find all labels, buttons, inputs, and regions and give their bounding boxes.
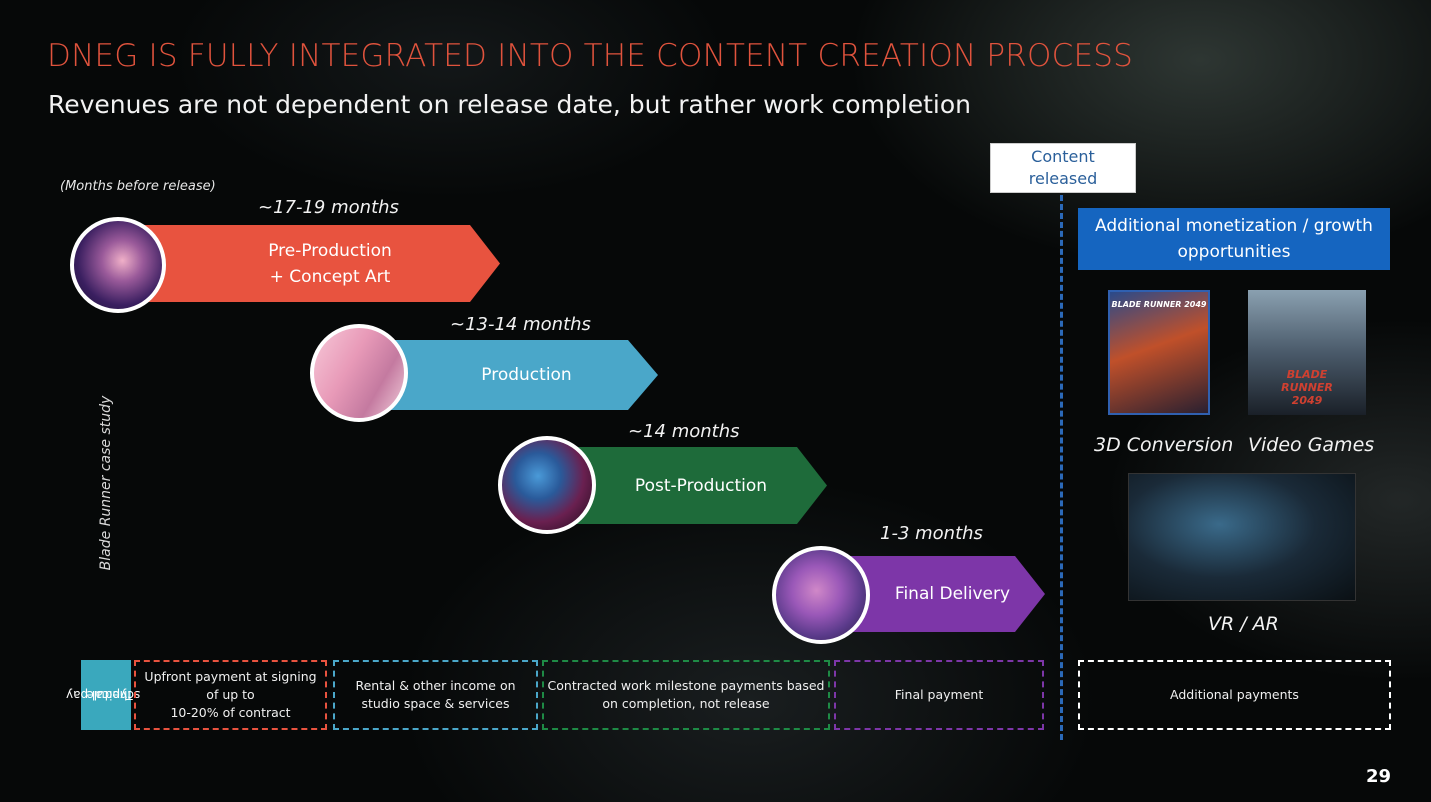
page-subtitle: Revenues are not dependent on release da… <box>48 90 971 119</box>
label-video-games: Video Games <box>1248 434 1375 456</box>
stage-arrow-preproduction: Pre-Production + Concept Art <box>120 225 500 302</box>
pay-line: studio space & services <box>361 696 510 711</box>
stage-sublabel: + Concept Art <box>269 266 391 287</box>
page-number: 29 <box>1366 766 1392 787</box>
bluray-cover-text: BLADE RUNNER 2049 <box>1111 300 1207 309</box>
pay-line: Final payment <box>894 687 984 702</box>
content-released-box: Content released <box>990 143 1136 193</box>
vr-ar-scene-image <box>1128 473 1356 601</box>
stage-duration-final-delivery: 1-3 months <box>880 523 983 544</box>
label-vr-ar: VR / AR <box>1208 613 1279 635</box>
preproduction-image <box>70 217 166 313</box>
growth-line2: opportunities <box>1177 242 1291 262</box>
stage-label: Final Delivery <box>894 584 1011 604</box>
label-3d-conversion: 3D Conversion <box>1094 434 1234 456</box>
pay-line: of up to <box>206 687 255 702</box>
case-study-label: Blade Runner case study <box>98 395 114 571</box>
pay-line: Rental & other income on <box>355 678 516 693</box>
pay-line: on completion, not release <box>602 696 770 711</box>
pay-box-rental: Rental & other income on studio space & … <box>333 660 538 730</box>
postproduction-image <box>498 436 596 534</box>
pay-line: Contracted work milestone payments based <box>547 678 825 693</box>
stage-duration-preproduction: ~17-19 months <box>258 197 399 218</box>
content-released-line2: released <box>1028 169 1098 188</box>
final-delivery-image <box>772 546 870 644</box>
content-released-line1: Content <box>1031 147 1095 166</box>
growth-line1: Additional monetization / growth <box>1095 216 1373 236</box>
pay-line: 10-20% of contract <box>170 705 291 720</box>
stage-duration-postproduction: ~14 months <box>628 421 740 442</box>
pay-schedule-label: Typical pay schedule <box>66 660 140 730</box>
pay-box-upfront: Upfront payment at signing of up to 10-2… <box>134 660 327 730</box>
pay-box-final: Final payment <box>834 660 1044 730</box>
production-image <box>310 324 408 422</box>
blade-runner-bluray-cover: BLADE RUNNER 2049 <box>1108 290 1210 415</box>
months-note: (Months before release) <box>60 179 216 194</box>
pay-box-milestone: Contracted work milestone payments based… <box>542 660 830 730</box>
stage-label: Post-Production <box>634 475 768 496</box>
pay-line: Additional payments <box>1170 687 1299 702</box>
pay-box-additional: Additional payments <box>1078 660 1391 730</box>
blade-runner-game-cover: BLADE RUNNER 2049 <box>1248 290 1366 415</box>
release-divider-line <box>1060 195 1063 740</box>
pay-line: Upfront payment at signing <box>144 669 317 684</box>
stage-label: Production <box>481 365 572 385</box>
stage-duration-production: ~13-14 months <box>450 314 591 335</box>
page-title: DNEG IS FULLY INTEGRATED INTO THE CONTEN… <box>47 38 1134 74</box>
game-cover-text: BLADE RUNNER 2049 <box>1281 368 1333 407</box>
stage-label: Pre-Production <box>268 240 392 261</box>
growth-opportunities-header: Additional monetization / growth opportu… <box>1078 208 1390 270</box>
